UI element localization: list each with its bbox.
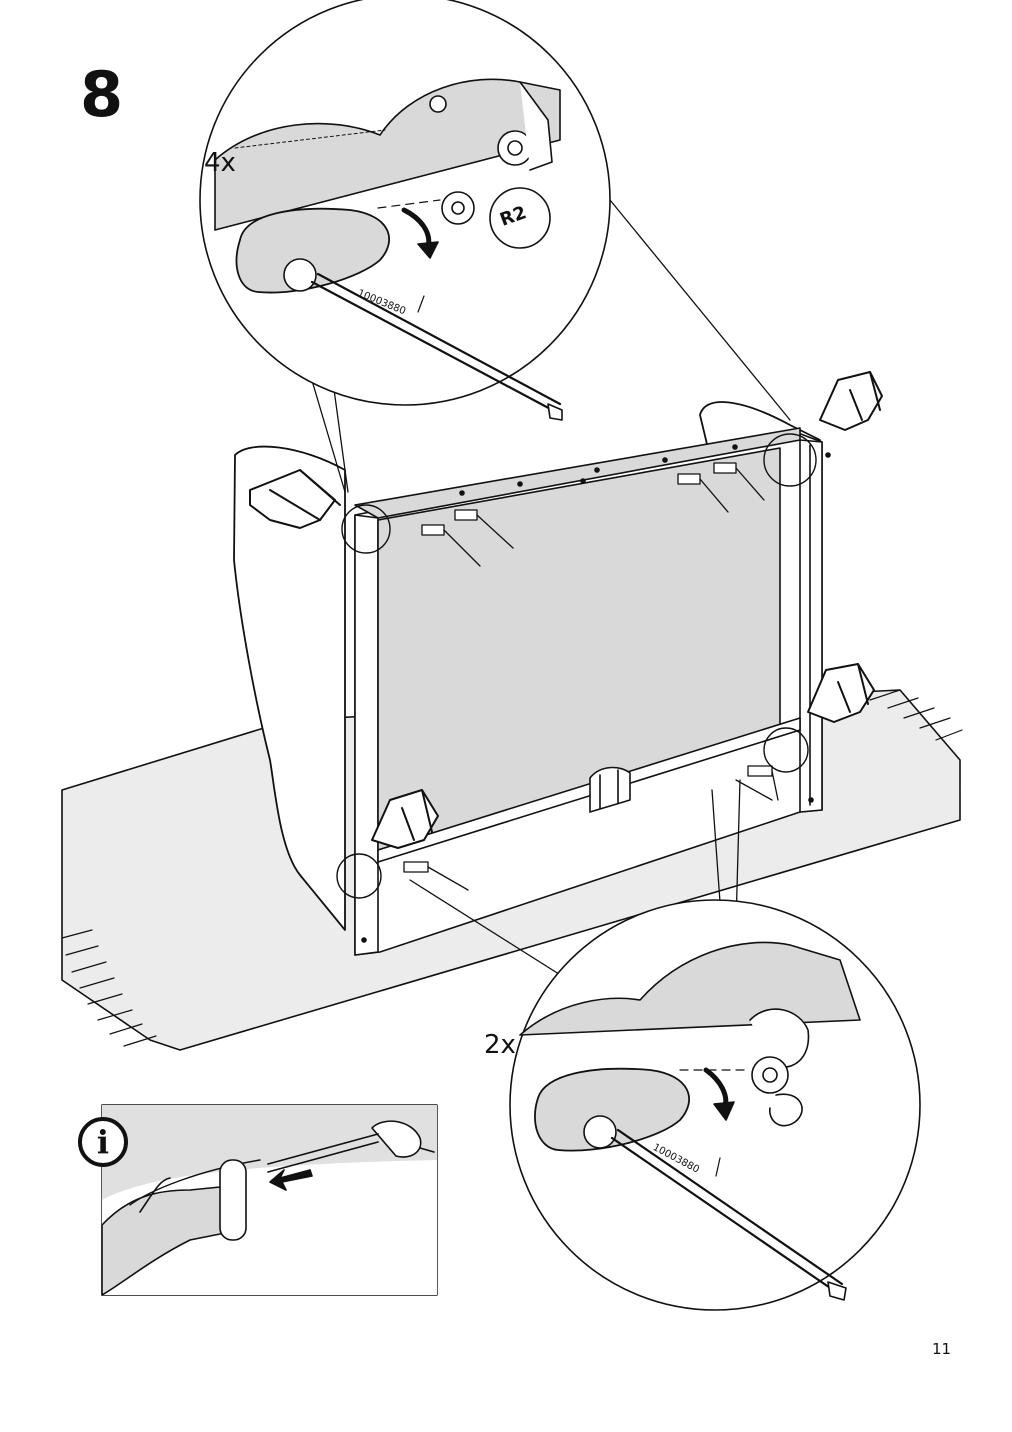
step-number: 8 <box>80 58 124 131</box>
bracket-connectors <box>403 462 779 891</box>
sofa-frame <box>354 427 831 956</box>
info-icon: i <box>78 1117 128 1167</box>
info-panel <box>101 1104 438 1296</box>
location-markers <box>336 433 817 899</box>
detail-callout-top <box>199 0 791 493</box>
pointing-hand-icon <box>249 371 883 849</box>
detail-callout-bottom <box>409 779 921 1311</box>
quantity-label-top: 4x <box>204 148 236 178</box>
page-number: 11 <box>932 1340 952 1358</box>
quantity-label-bottom: 2x <box>484 1030 516 1060</box>
info-icon-glyph: i <box>96 1123 110 1161</box>
sofa-armrest-left <box>233 445 346 931</box>
